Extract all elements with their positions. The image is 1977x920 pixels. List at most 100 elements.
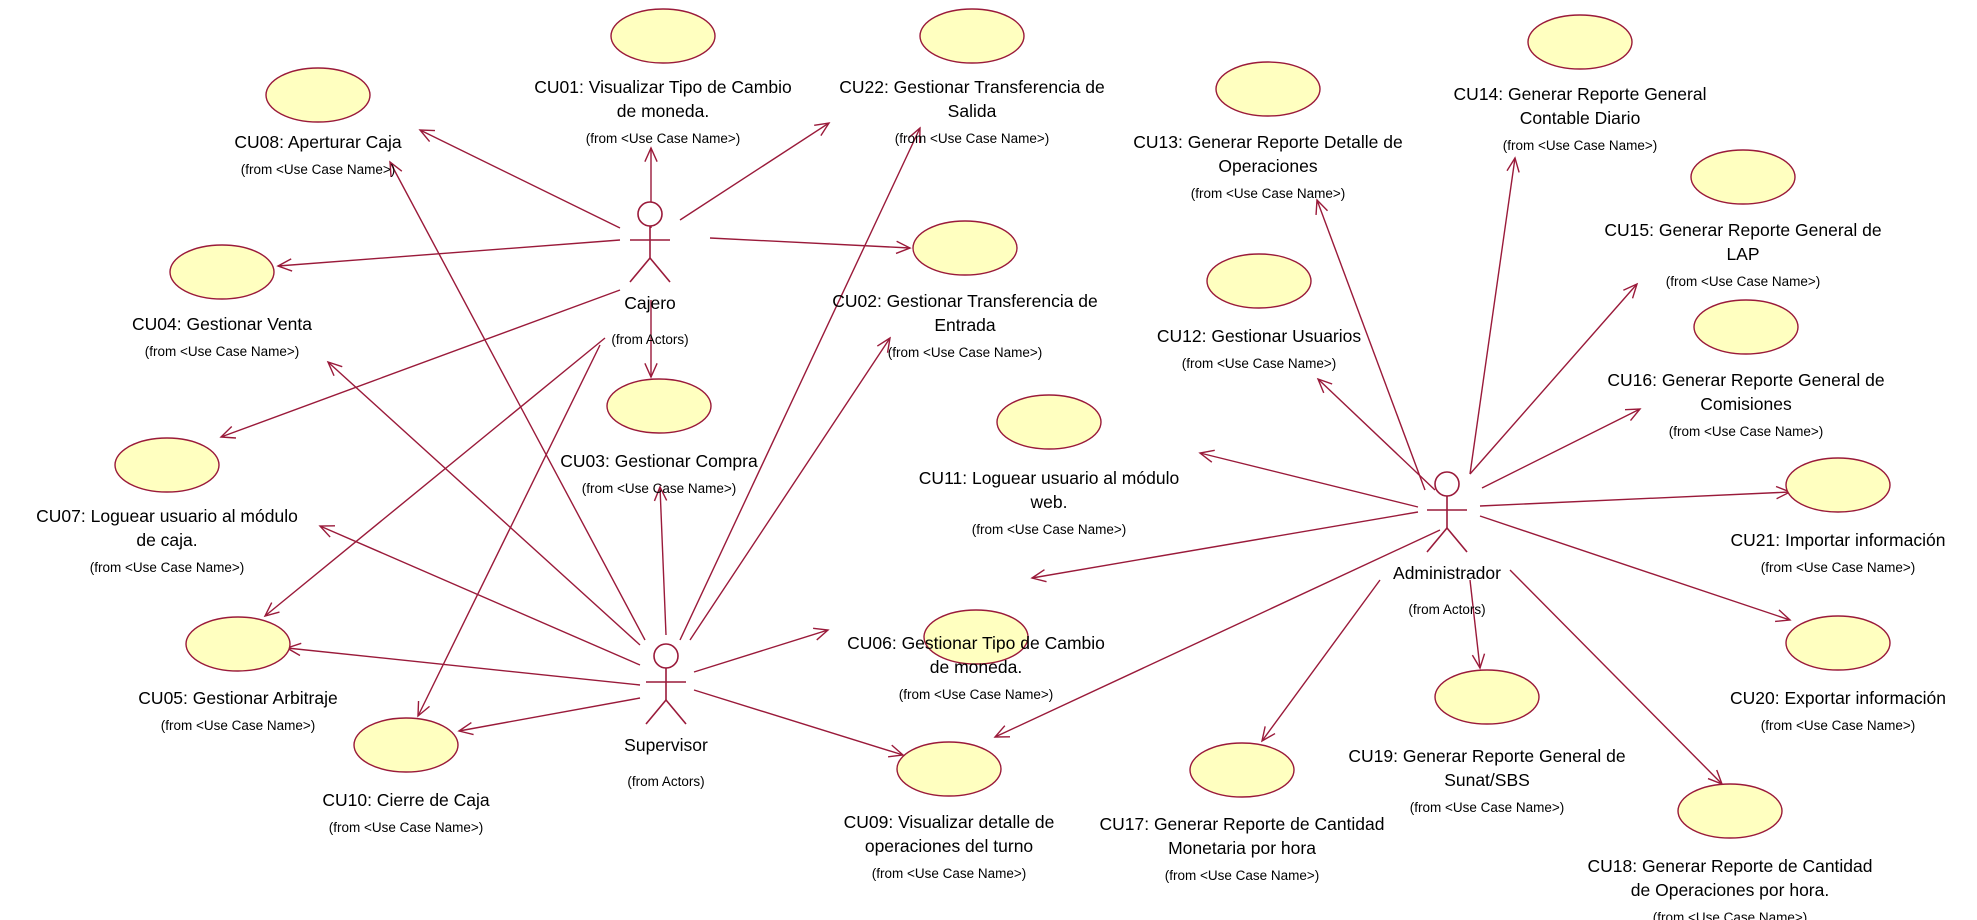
use-case-ellipse[interactable] (114, 437, 220, 493)
use-case-ellipse[interactable] (912, 220, 1018, 276)
actor-cajero[interactable]: Cajero(from Actors) (611, 201, 689, 347)
actor-supervisor[interactable]: Supervisor(from Actors) (624, 643, 708, 789)
association-line (458, 697, 641, 732)
arrowhead (417, 700, 430, 718)
use-case-ellipse[interactable] (169, 244, 275, 300)
use-case-cu21[interactable]: CU21: Importar información(from <Use Cas… (1731, 457, 1946, 575)
use-case-cu19[interactable]: CU19: Generar Reporte General de Sunat/SB… (1348, 669, 1626, 815)
use-case-from-label: (from <Use Case Name>) (895, 131, 1050, 146)
use-case-name-line: CU22: Gestionar Transferencia de (839, 77, 1105, 97)
arrowhead (1030, 569, 1047, 583)
use-case-ellipse[interactable] (919, 8, 1025, 64)
use-case-name-line: Salida (948, 101, 997, 121)
use-case-cu20[interactable]: CU20: Exportar información(from <Use Cas… (1730, 615, 1946, 733)
use-case-cu15[interactable]: CU15: Generar Reporte General deLAP(from… (1604, 149, 1882, 289)
use-case-ellipse[interactable] (1434, 669, 1540, 725)
association-line (220, 289, 621, 438)
association-26 (1479, 485, 1792, 507)
use-case-name-line: CU04: Gestionar Venta (132, 314, 312, 334)
actor-administrador[interactable]: Administrador(from Actors) (1393, 471, 1501, 617)
use-case-cu10[interactable]: CU10: Cierre de Caja(from <Use Case Name… (322, 717, 490, 835)
use-case-ellipse[interactable] (923, 609, 1029, 665)
use-case-cu17[interactable]: CU17: Generar Reporte de CantidadMonetar… (1099, 742, 1385, 883)
association-8 (263, 337, 606, 618)
actor-right-leg (1446, 527, 1468, 553)
association-16 (285, 642, 641, 686)
use-case-name-line: CU07: Loguear usuario al módulo (36, 506, 298, 526)
use-case-from-label: (from <Use Case Name>) (899, 687, 1054, 702)
association-line (286, 647, 641, 686)
use-case-name-line: Entrada (934, 315, 996, 335)
use-case-name-line: Sunat/SBS (1444, 770, 1530, 790)
use-case-from-label: (from <Use Case Name>) (90, 560, 245, 575)
use-case-ellipse[interactable] (1785, 615, 1891, 671)
use-case-ellipse[interactable] (610, 8, 716, 64)
association-line (689, 337, 891, 641)
use-case-ellipse[interactable] (185, 616, 291, 672)
association-29 (1469, 579, 1486, 670)
arrowhead (389, 160, 403, 178)
association-line (419, 129, 621, 229)
use-case-name-line: CU01: Visualizar Tipo de Cambio (534, 77, 791, 97)
use-case-ellipse[interactable] (265, 67, 371, 123)
actor-left-leg (1426, 527, 1448, 553)
arrowhead (1471, 653, 1486, 670)
use-case-cu04[interactable]: CU04: Gestionar Venta(from <Use Case Nam… (132, 244, 312, 359)
use-case-ellipse[interactable] (996, 394, 1102, 450)
use-case-name-line: CU21: Importar información (1731, 530, 1946, 550)
use-case-cu03[interactable]: CU03: Gestionar Compra(from <Use Case Na… (560, 378, 758, 496)
actor-name: Administrador (1393, 563, 1501, 583)
use-case-cu11[interactable]: CU11: Loguear usuario al móduloweb.(from… (919, 394, 1179, 537)
association-27 (1479, 515, 1792, 623)
use-case-from-label: (from <Use Case Name>) (1165, 868, 1320, 883)
use-case-name-line: CU14: Generar Reporte General (1454, 84, 1707, 104)
arrowhead (895, 240, 912, 255)
use-case-ellipse[interactable] (353, 717, 459, 773)
use-case-ellipse[interactable] (1690, 149, 1796, 205)
use-case-name-line: CU02: Gestionar Transferencia de (832, 291, 1098, 311)
use-case-from-label: (from <Use Case Name>) (329, 820, 484, 835)
use-case-ellipse[interactable] (606, 378, 712, 434)
arrowhead (644, 363, 658, 379)
associations-layer (219, 122, 1792, 786)
use-case-cu08[interactable]: CU08: Aperturar Caja(from <Use Case Name… (234, 67, 402, 177)
use-case-ellipse[interactable] (1693, 299, 1799, 355)
use-case-name-line: CU08: Aperturar Caja (234, 132, 402, 152)
use-case-ellipse[interactable] (1677, 783, 1783, 839)
use-case-name-line: Operaciones (1218, 156, 1317, 176)
use-case-cu16[interactable]: CU16: Generar Reporte General deComision… (1607, 299, 1885, 439)
arrowhead (993, 725, 1011, 738)
association-line (264, 337, 606, 617)
association-line (327, 361, 641, 646)
use-case-name-line: CU19: Generar Reporte General de (1348, 746, 1625, 766)
use-case-ellipse[interactable] (1527, 14, 1633, 70)
actor-head (653, 643, 679, 669)
association-6 (644, 300, 658, 379)
use-case-name-line: CU09: Visualizar detalle de (844, 812, 1055, 832)
use-case-ellipse[interactable] (1785, 457, 1891, 513)
association-line (417, 344, 601, 717)
association-14 (653, 485, 668, 636)
association-line (1316, 199, 1426, 491)
use-case-from-label: (from <Use Case Name>) (972, 522, 1127, 537)
use-case-cu22[interactable]: CU22: Gestionar Transferencia de Salida (f… (839, 8, 1105, 146)
use-case-ellipse[interactable] (1206, 253, 1312, 309)
use-case-ellipse[interactable] (896, 741, 1002, 797)
use-case-ellipse[interactable] (1189, 742, 1295, 798)
use-case-cu05[interactable]: CU05: Gestionar Arbitraje(from <Use Case… (138, 616, 338, 733)
association-15 (318, 525, 641, 666)
arrowhead (318, 525, 336, 538)
use-case-cu02[interactable]: CU02: Gestionar Transferencia deEntrada(… (832, 220, 1098, 360)
use-case-ellipse[interactable] (1215, 61, 1321, 117)
use-case-cu12[interactable]: CU12: Gestionar Usuarios(from <Use Case … (1157, 253, 1361, 371)
use-case-cu13[interactable]: CU13: Generar Reporte Detalle deOperacio… (1133, 61, 1403, 201)
association-line (319, 525, 641, 666)
association-18 (693, 627, 830, 673)
